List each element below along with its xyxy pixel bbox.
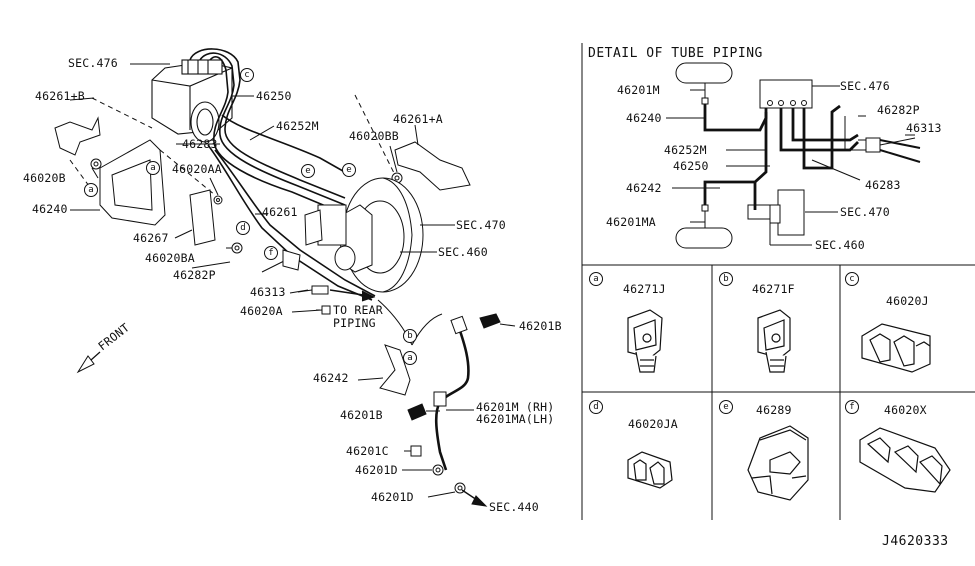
label-piping: PIPING (333, 316, 376, 330)
washer-46201d-a (432, 464, 444, 476)
label-46261b: 46261+B (35, 89, 85, 103)
clip-a-sketch (627, 309, 663, 373)
label-46261a: 46261+A (393, 112, 443, 126)
detail-label-46201m: 46201M (617, 83, 660, 97)
detail-label-sec476: SEC.476 (840, 79, 890, 93)
clip-e-part: 46289 (756, 403, 792, 417)
clip-d-letter: d (589, 400, 603, 414)
clip-d-part: 46020JA (628, 417, 678, 431)
clip-f-sketch (859, 427, 951, 493)
clip-c-sketch (861, 323, 931, 373)
clip-b-sketch (757, 309, 791, 373)
label-46020a: 46020A (240, 304, 283, 318)
bolt-46201c (404, 445, 422, 457)
clip-e-letter: e (719, 400, 733, 414)
label-46283: 46283 (182, 137, 218, 151)
callout-f: f (264, 246, 278, 260)
detail-label-46201ma: 46201MA (606, 215, 656, 229)
clip-c-part: 46020J (886, 294, 929, 308)
label-46267: 46267 (133, 231, 169, 245)
clip-b-part: 46271F (752, 282, 795, 296)
callout-d: d (236, 221, 250, 235)
clip-e-sketch (747, 425, 809, 501)
bolt-46020ba (231, 242, 243, 254)
clip-d-sketch (627, 451, 673, 489)
clip-a-letter: a (589, 272, 603, 286)
label-46242: 46242 (313, 371, 349, 385)
label-46252m: 46252M (276, 119, 319, 133)
bolt-46020aa (213, 195, 223, 205)
label-46201ma-lh: 46201MA(LH) (476, 412, 555, 426)
label-sec460: SEC.460 (438, 245, 488, 259)
label-46240: 46240 (32, 202, 68, 216)
detail-label-sec460: SEC.460 (815, 238, 865, 252)
abs-actuator (151, 59, 233, 143)
detail-label-sec470: SEC.470 (840, 205, 890, 219)
brake-booster (304, 177, 424, 293)
label-46201b-bottom: 46201B (340, 408, 383, 422)
label-46201m-rh: 46201M (RH) (476, 400, 555, 414)
callout-b: b (403, 329, 417, 343)
clip-b-letter: b (719, 272, 733, 286)
label-46201b-top: 46201B (519, 319, 562, 333)
label-46250: 46250 (256, 89, 292, 103)
label-46020ba: 46020BA (145, 251, 195, 265)
callout-c: c (240, 68, 254, 82)
label-46261: 46261 (262, 205, 298, 219)
label-46020b: 46020B (23, 171, 66, 185)
detail-title: DETAIL OF TUBE PIPING (588, 46, 763, 61)
detail-label-46250: 46250 (673, 159, 709, 173)
detail-label-46242: 46242 (626, 181, 662, 195)
label-sec470: SEC.470 (456, 218, 506, 232)
detail-piping (666, 62, 921, 249)
callout-a: a (146, 161, 160, 175)
detail-label-46252m: 46252M (664, 143, 707, 157)
label-46282p: 46282P (173, 268, 216, 282)
label-46201c: 46201C (346, 444, 389, 458)
label-sec476: SEC.476 (68, 56, 118, 70)
callout-e: e (301, 164, 315, 178)
detail-label-46313: 46313 (906, 121, 942, 135)
label-46313: 46313 (250, 285, 286, 299)
label-46201d-a: 46201D (355, 463, 398, 477)
clip-f-letter: f (845, 400, 859, 414)
label-46020bb: 46020BB (349, 129, 399, 143)
label-46201d-b: 46201D (371, 490, 414, 504)
callout-a: a (403, 351, 417, 365)
clip-a-part: 46271J (623, 282, 666, 296)
detail-label-46282p: 46282P (877, 103, 920, 117)
diagram-id: J4620333 (882, 534, 949, 549)
label-to-rear: TO REAR (333, 303, 383, 317)
label-46020aa: 46020AA (172, 162, 222, 176)
clip-c-letter: c (845, 272, 859, 286)
label-sec440: SEC.440 (489, 500, 539, 514)
callout-a: a (84, 183, 98, 197)
detail-label-46283: 46283 (865, 178, 901, 192)
detail-label-46240: 46240 (626, 111, 662, 125)
bolt-46020b (90, 158, 102, 170)
washer-46201d-b (454, 482, 466, 494)
callout-e: e (342, 163, 356, 177)
clip-f-part: 46020X (884, 403, 927, 417)
